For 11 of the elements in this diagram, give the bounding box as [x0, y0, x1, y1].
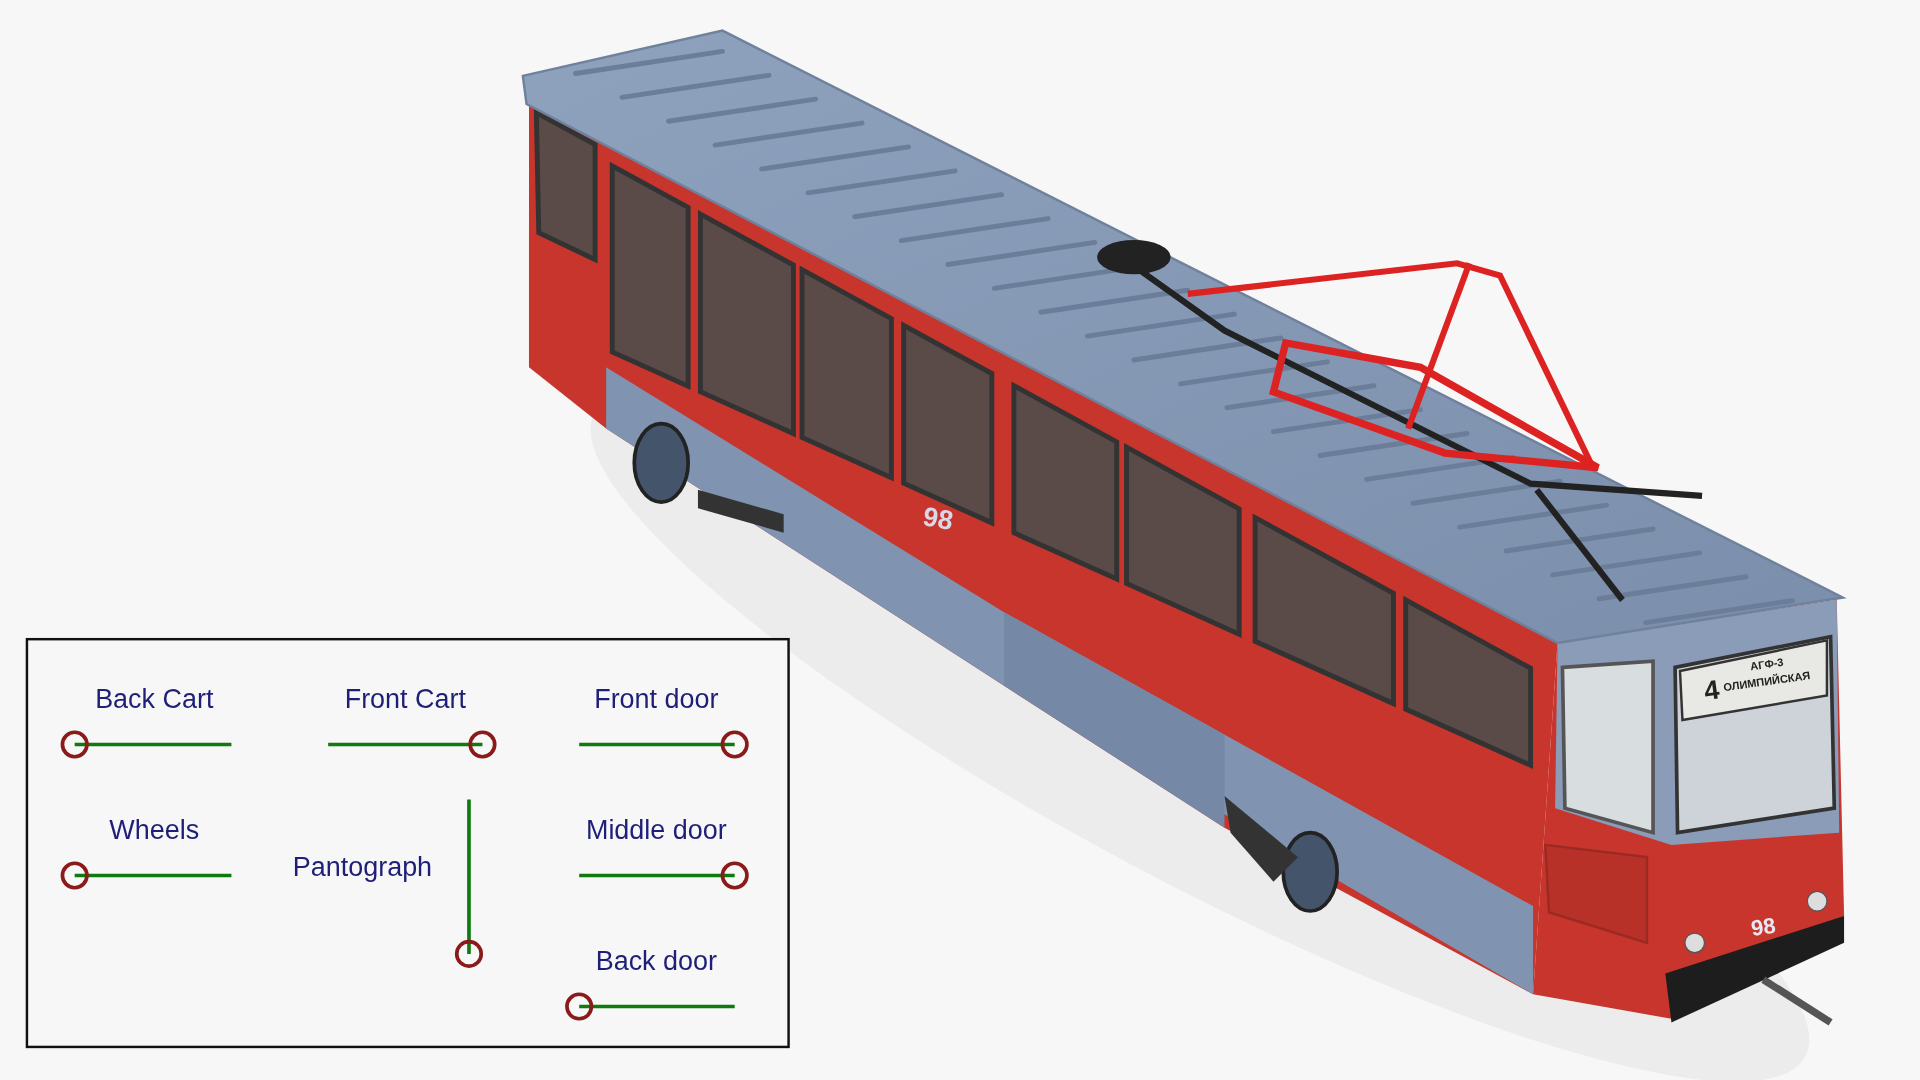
- car-number: 98: [920, 503, 956, 536]
- slider-label: Back door: [595, 947, 717, 975]
- slider-label: Middle door: [585, 816, 727, 844]
- car-number: 98: [1749, 914, 1777, 940]
- destination-text: АГФ-3: [1749, 657, 1785, 673]
- slider-label: Wheels: [109, 816, 200, 844]
- slider-label: Back Cart: [95, 685, 214, 713]
- slider-label: Pantograph: [292, 853, 433, 881]
- slider-label: Front Cart: [344, 685, 466, 713]
- slider-label: Front door: [594, 685, 719, 713]
- route-number: 4: [1702, 676, 1722, 705]
